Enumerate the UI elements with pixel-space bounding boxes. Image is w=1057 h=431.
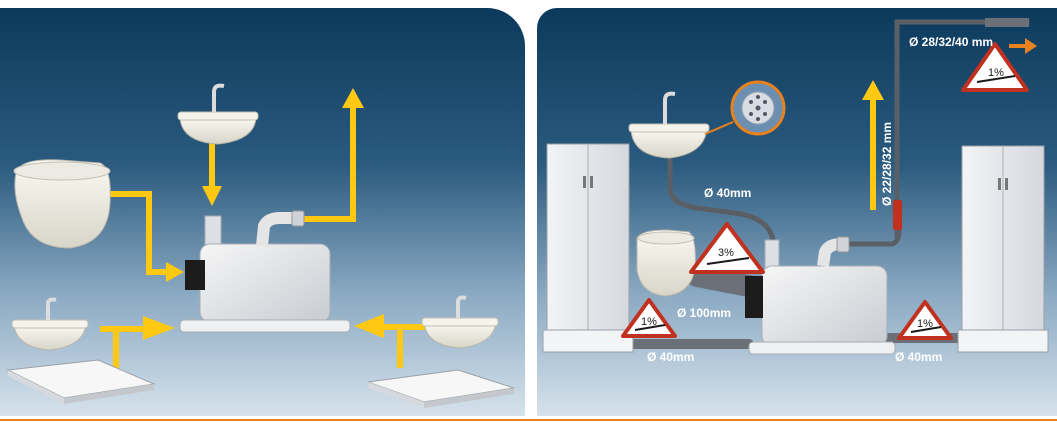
- pipe-label-sink: Ø 40mm: [704, 186, 752, 200]
- macerator-pump-left: [179, 210, 351, 333]
- macerator-pump-right: [745, 236, 896, 355]
- slope-toilet-text: 3%: [718, 247, 734, 259]
- toilet-left: [13, 159, 111, 249]
- installation-diagram-left: [0, 8, 525, 416]
- sink-top-left: [177, 83, 259, 145]
- sink-right: [628, 91, 710, 159]
- bottom-divider: [0, 419, 1057, 421]
- flow-arrows-left: [100, 88, 428, 368]
- sink-bottom-left: [11, 297, 89, 351]
- pipe-label-vertical: Ø 22/28/32 mm: [880, 121, 894, 206]
- sink-bottom-right: [421, 295, 499, 349]
- right-diagram-svg: 1% 3% 1% 1%: [542, 18, 1049, 355]
- slope-shower-left-text: 1%: [641, 316, 657, 328]
- warning-triangle-icon: 3%: [689, 222, 765, 274]
- left-diagram-svg: [6, 83, 515, 408]
- shower-tray-right: [367, 369, 515, 408]
- warning-triangle-icon: 1%: [897, 300, 953, 340]
- slope-top-text: 1%: [988, 67, 1004, 79]
- slope-shower-right-text: 1%: [917, 318, 933, 330]
- shower-cabin-left: [542, 143, 634, 353]
- warning-triangle-icon: 1%: [961, 42, 1029, 92]
- shower-cabin-right: [957, 145, 1049, 353]
- flow-arrows-right: [862, 38, 1037, 210]
- shower-tray-left: [6, 359, 156, 404]
- pipe-label-shower-right: Ø 40mm: [895, 350, 943, 364]
- installation-diagram-right: 1% 3% 1% 1% Ø 28/32/40 mm Ø 22/28/32 mm …: [537, 8, 1057, 416]
- toilet-right: [636, 229, 696, 297]
- check-valve: [893, 200, 902, 230]
- warning-triangle-icon: 1%: [621, 298, 677, 338]
- pipe-label-top: Ø 28/32/40 mm: [909, 35, 994, 49]
- pipe-label-shower-left: Ø 40mm: [647, 350, 695, 364]
- pipe-label-toilet: Ø 100mm: [677, 306, 732, 320]
- drain-filter-icon: [704, 80, 786, 136]
